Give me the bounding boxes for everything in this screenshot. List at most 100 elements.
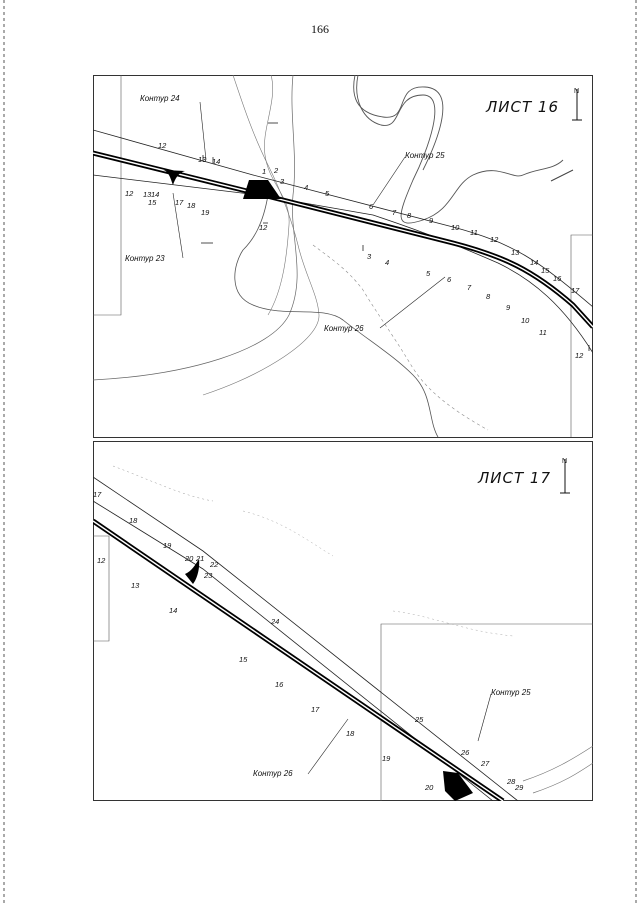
contour-24-leader	[199, 101, 207, 161]
north-arrow-icon: N	[572, 88, 582, 121]
pt-label: 15	[239, 655, 248, 664]
pt-label: 4	[385, 258, 389, 267]
pt-label: 17	[311, 705, 320, 714]
scan-edge-left	[3, 0, 5, 905]
contour-25-filled-shape	[243, 180, 281, 199]
contour-filled-shape-small	[185, 559, 200, 584]
sheet-16-frame	[93, 75, 593, 438]
pt-label: 15	[148, 198, 157, 207]
pt-label: 2	[273, 166, 279, 175]
pt-label: 22	[209, 560, 219, 569]
terrain-line-2	[202, 75, 320, 396]
pt-label: 23	[203, 571, 213, 580]
road-boundary-upper	[93, 129, 593, 308]
road-centerline	[93, 520, 504, 801]
contour-23-label: Контур 23	[125, 254, 165, 263]
pt-label: 12	[125, 189, 134, 198]
pt-label: 12	[575, 351, 584, 360]
sheet-17-map: ЛИСТ 17 N Контур 25 Контур 26 17 18 19 2…	[93, 441, 593, 801]
pt-label: 24	[270, 617, 279, 626]
contour-25-label: Контур 25	[405, 151, 445, 160]
pt-label: 6	[447, 275, 452, 284]
contour-25-filled-shape	[443, 771, 473, 801]
parcel-boundary-right	[570, 234, 593, 437]
pt-label: 14	[530, 258, 538, 267]
pt-label: 5	[325, 189, 330, 198]
pt-label: 20	[184, 554, 194, 563]
pt-label: 3	[280, 177, 285, 186]
pt-label: 27	[480, 759, 490, 768]
stream-line-2	[532, 762, 593, 794]
pt-label: 7	[467, 283, 472, 292]
pt-label: 13	[511, 248, 520, 257]
sheet-16-upper-points: 12 13 14 1 2 3 4 5 6 7 8 9 10 11 12 13 1…	[158, 141, 580, 295]
contour-25-leader	[477, 693, 492, 742]
stream-line	[522, 745, 593, 782]
boundary-ticks	[201, 122, 590, 351]
contour-25-label: Контур 25	[491, 688, 531, 697]
pt-label: 14	[212, 157, 220, 166]
road-boundary-lower	[93, 174, 593, 354]
pt-label: 25	[414, 715, 424, 724]
parcel-boundary-left	[93, 535, 110, 642]
pt-label: 16	[553, 274, 562, 283]
sheet-17-upper-points: 17 18 19 20 21 22 23 24 25 26 27 28 29	[93, 490, 524, 792]
scan-edge-right	[635, 0, 637, 905]
sheet-16-lower-points: 12 13 14 15 17 18 19 12 3 4 5 6 7 8 9 10…	[125, 189, 584, 360]
road-carriageway	[93, 150, 593, 329]
pt-label: 12	[490, 235, 499, 244]
contour-24-label: Контур 24	[140, 94, 180, 103]
parcel-boundary-left	[93, 75, 122, 316]
pt-label: 11	[470, 228, 478, 237]
pt-label: 8	[407, 211, 412, 220]
pt-label: 16	[275, 680, 284, 689]
terrain-line-3	[392, 610, 514, 637]
pt-label: 10	[521, 316, 530, 325]
pt-label: 3	[367, 252, 372, 261]
pt-label: 12	[158, 141, 167, 150]
pt-label: 6	[369, 202, 374, 211]
pt-label: 18	[187, 201, 196, 210]
terrain-line-3	[264, 75, 290, 316]
pt-label: 9	[429, 216, 434, 225]
contour-23-leader	[172, 192, 184, 259]
pt-label: 14	[151, 190, 159, 199]
pt-label: 19	[163, 541, 172, 550]
pt-label: 12	[97, 556, 106, 565]
road-centerline	[93, 152, 593, 328]
pt-label: 13	[131, 581, 140, 590]
pt-label: 17	[93, 490, 102, 499]
pt-label: 28	[506, 777, 516, 786]
sheet-16-map: ЛИСТ 16 N Контур 24 Контур 23 Контур 25 …	[93, 75, 593, 438]
contour-26-leader	[379, 276, 446, 329]
road-boundary-upper	[93, 476, 519, 801]
pt-label: 18	[346, 729, 355, 738]
parcel-boundary-right	[380, 623, 593, 801]
pt-label: 9	[506, 303, 511, 312]
pt-label: 11	[539, 328, 547, 337]
pt-label: 21	[195, 554, 204, 563]
pt-label: 7	[392, 208, 397, 217]
pt-label: 14	[169, 606, 177, 615]
pt-label: 20	[424, 783, 434, 792]
pt-label: 10	[451, 223, 460, 232]
contour-23-filled-shape	[163, 170, 185, 185]
pt-label: 12	[259, 223, 268, 232]
terrain-line-dashed	[312, 244, 489, 431]
stream-outline-upper-inner	[353, 75, 444, 171]
contour-26-label: Контур 26	[324, 324, 364, 333]
pt-label: 17	[571, 286, 580, 295]
page-number: 166	[311, 22, 329, 36]
sheet-17-lower-points: 12 13 14 15 16 17 18 19 20	[97, 556, 434, 792]
contour-26-label: Контур 26	[253, 769, 293, 778]
pt-label: 19	[382, 754, 391, 763]
pt-label: 15	[541, 266, 550, 275]
pt-label: 26	[460, 748, 470, 757]
pt-label: 4	[304, 183, 308, 192]
sheet-17-frame	[93, 441, 593, 801]
terrain-line-2	[242, 510, 334, 557]
pt-label: 13	[198, 155, 207, 164]
contour-25-leader	[372, 156, 406, 206]
stream-tail	[550, 169, 574, 182]
terrain-line-1	[93, 75, 298, 381]
